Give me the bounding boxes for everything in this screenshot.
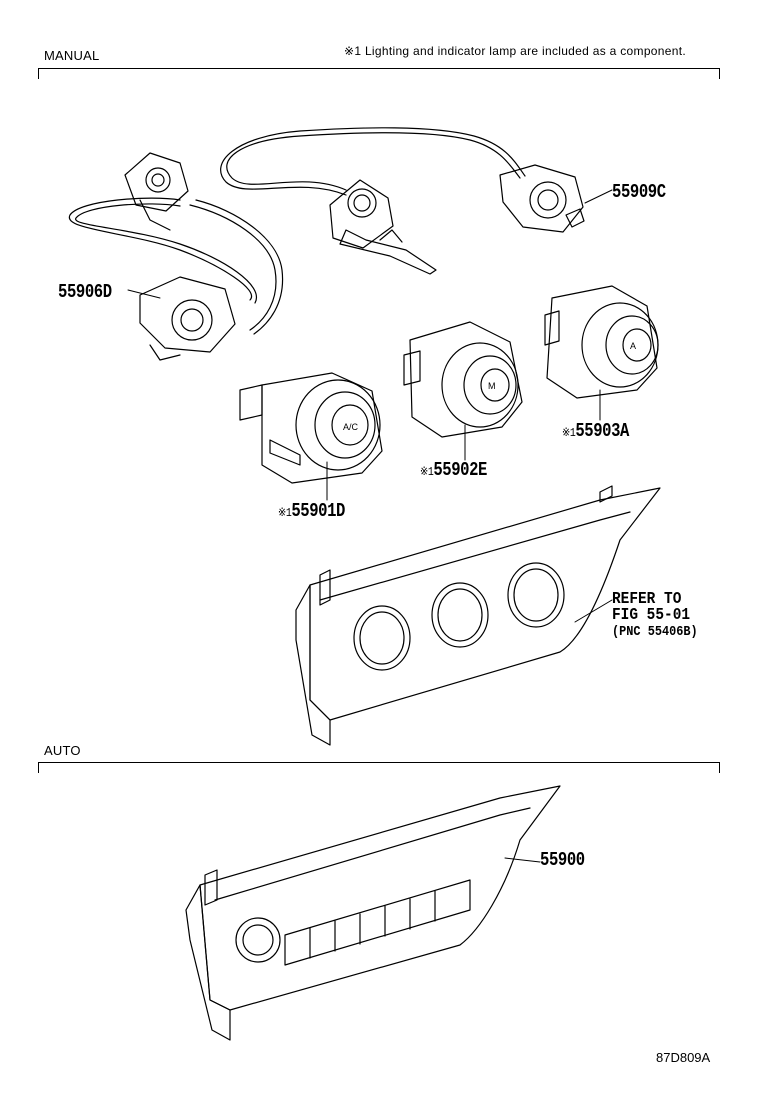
component-mark: ※1: [420, 465, 434, 479]
reference-line-1: REFER TO: [612, 590, 682, 609]
reference-line-3: (PNC 55406B): [612, 624, 698, 640]
part-label-55901d-group: ※155901D: [278, 500, 345, 522]
auto-section-bracket: [38, 762, 720, 773]
component-mark: ※1: [562, 426, 576, 440]
svg-text:A/C: A/C: [343, 422, 359, 432]
component-note: ※1 Lighting and indicator lamp are inclu…: [344, 44, 686, 58]
section-label-auto: AUTO: [44, 743, 81, 758]
control-knob-55902e: M: [403, 321, 523, 438]
cable-55909c: [220, 127, 585, 275]
reference-line-2: FIG 55-01: [612, 606, 691, 625]
cable-55906d: [68, 152, 284, 361]
part-label-55906d: 55906D: [58, 281, 112, 303]
part-label-55902e-group: ※155902E: [420, 459, 487, 481]
section-label-manual: MANUAL: [44, 48, 100, 63]
part-label-55900: 55900: [540, 849, 585, 871]
svg-text:M: M: [488, 381, 496, 391]
leader-lines: [127, 189, 613, 863]
part-label-55901d: 55901D: [291, 500, 345, 522]
manual-section-bracket: [38, 68, 720, 79]
svg-text:A: A: [630, 341, 636, 351]
control-knob-55903a: A: [544, 285, 659, 399]
figure-code: 87D809A: [656, 1050, 711, 1065]
reference-note: REFER TO FIG 55-01 (PNC 55406B): [612, 590, 698, 640]
part-label-55902e: 55902E: [433, 459, 487, 481]
part-label-55903a-group: ※155903A: [562, 420, 629, 442]
part-label-55909c: 55909C: [612, 181, 666, 203]
part-label-55903a: 55903A: [575, 420, 629, 442]
component-mark: ※1: [278, 506, 292, 520]
control-knob-55901d: A/C: [239, 372, 383, 484]
control-panel-manual: [295, 485, 661, 746]
control-panel-auto: [185, 785, 561, 1041]
